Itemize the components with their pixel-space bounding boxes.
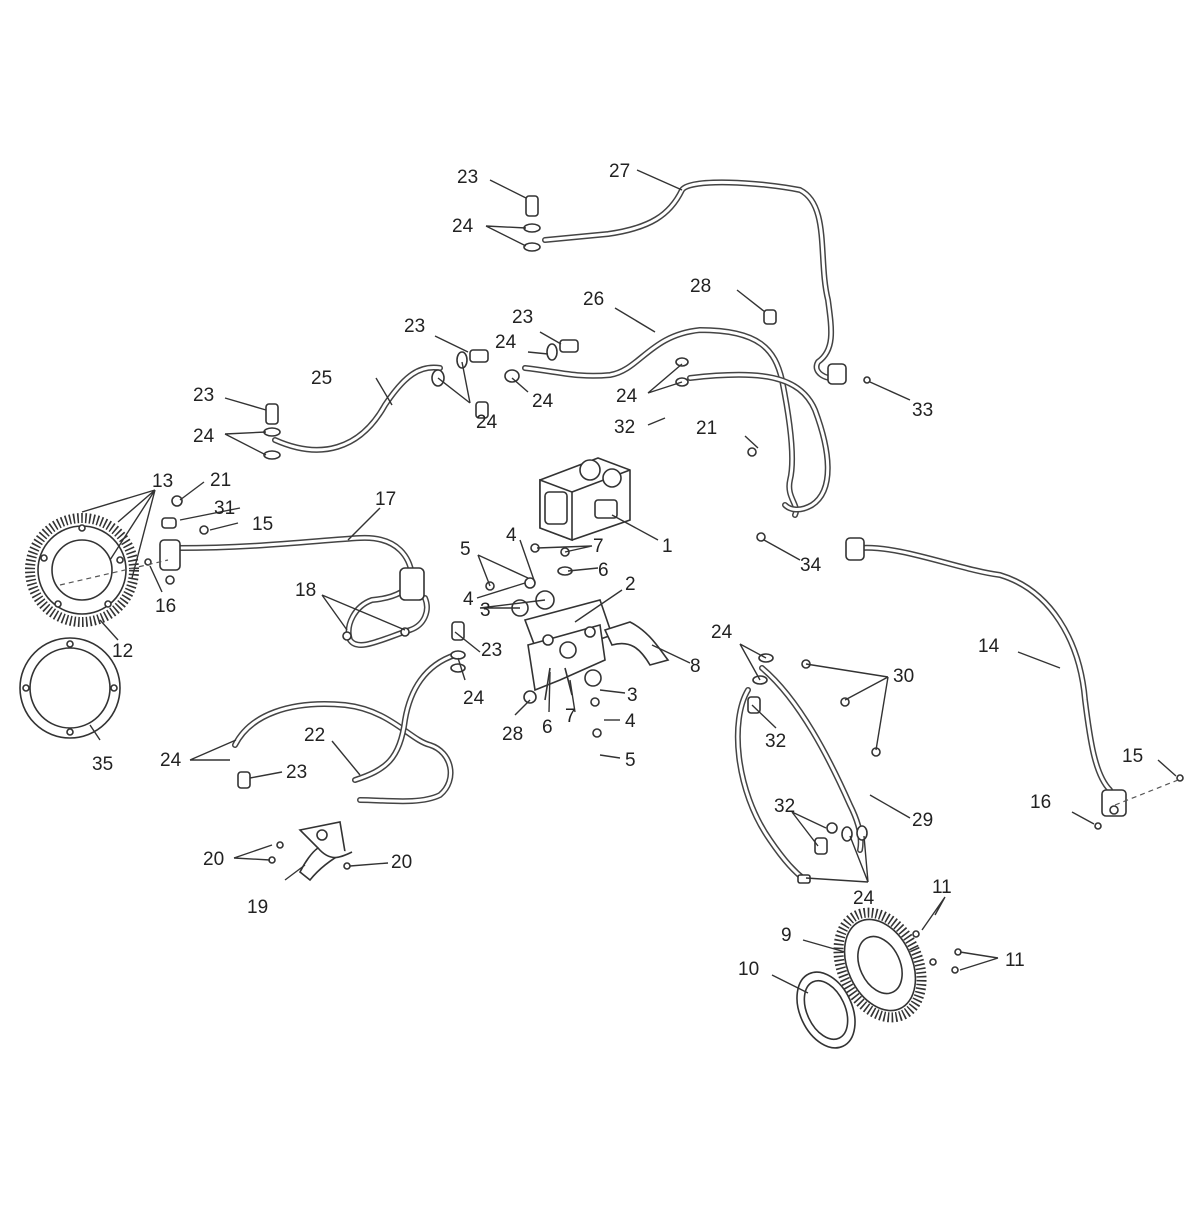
callout-3: 3: [627, 685, 638, 706]
callout-24: 24: [476, 412, 498, 433]
callout-22: 22: [304, 725, 325, 746]
callout-25: 25: [311, 368, 332, 389]
hardware-bits: [144, 195, 1184, 974]
callout-24: 24: [160, 750, 182, 771]
callout-5: 5: [625, 750, 636, 771]
callout-32: 32: [614, 417, 635, 438]
callout-1: 1: [662, 536, 673, 557]
callout-15: 15: [1122, 746, 1143, 767]
callout-27: 27: [609, 161, 630, 182]
pipe-29b: [734, 687, 808, 883]
callout-21: 21: [210, 470, 231, 491]
callout-5: 5: [460, 539, 471, 560]
callout-26: 26: [583, 289, 604, 310]
shim-ring-10: [796, 971, 856, 1049]
callout-labels: 1 2 3 3 4 4 4 5 5 6 6 7 7 8 9 10 11 11 1…: [92, 161, 1143, 980]
abs-modulator: [539, 457, 631, 542]
callout-7: 7: [593, 536, 604, 557]
callout-10: 10: [738, 959, 759, 980]
callout-29: 29: [912, 810, 933, 831]
pipe-27: [542, 179, 839, 382]
callout-35: 35: [92, 754, 113, 775]
callout-15: 15: [252, 514, 273, 535]
callout-4: 4: [506, 525, 517, 546]
callout-4: 4: [463, 589, 474, 610]
callout-20: 20: [391, 852, 412, 873]
callout-33: 33: [912, 400, 933, 421]
pipe-25: [272, 364, 443, 453]
callout-21: 21: [696, 418, 717, 439]
callout-23: 23: [286, 762, 307, 783]
sensor-cable-14: [857, 544, 1113, 793]
callout-24: 24: [495, 332, 517, 353]
callout-23: 23: [481, 640, 502, 661]
pipe-26: [522, 327, 800, 518]
callout-6: 6: [542, 717, 553, 738]
callout-24: 24: [616, 386, 638, 407]
callout-24: 24: [452, 216, 474, 237]
callout-18: 18: [295, 580, 316, 601]
callout-31: 31: [214, 498, 235, 519]
tone-ring-12: [25, 513, 139, 627]
callout-8: 8: [690, 656, 701, 677]
abs-bracket: [523, 599, 614, 692]
callout-24: 24: [853, 888, 875, 909]
callout-32: 32: [774, 796, 795, 817]
callout-30: 30: [893, 666, 914, 687]
leader-lines: [81, 169, 1177, 994]
callout-16: 16: [1030, 792, 1051, 813]
pipe-26b: [687, 371, 831, 513]
callout-3: 3: [480, 600, 491, 621]
callout-24: 24: [532, 391, 554, 412]
callout-9: 9: [781, 925, 792, 946]
callout-23: 23: [404, 316, 425, 337]
callout-6: 6: [598, 560, 609, 581]
bracket-19: [298, 821, 353, 882]
pipe-22b: [352, 652, 458, 783]
alignment-line: [1114, 779, 1179, 806]
callout-11: 11: [1005, 950, 1025, 971]
tone-ring-9: [833, 907, 927, 1023]
callout-2: 2: [625, 574, 636, 595]
callout-19: 19: [247, 897, 268, 918]
connector-14: [845, 537, 865, 561]
callout-16: 16: [155, 596, 176, 617]
callout-32: 32: [765, 731, 786, 752]
callout-24: 24: [463, 688, 485, 709]
alignment-line: [59, 559, 169, 586]
callout-28: 28: [502, 724, 523, 745]
callout-20: 20: [203, 849, 224, 870]
callout-17: 17: [375, 489, 396, 510]
rear-wheel-sensor: [1101, 789, 1127, 817]
callout-12: 12: [112, 641, 133, 662]
callout-23: 23: [193, 385, 214, 406]
callout-34: 34: [800, 555, 822, 576]
callout-23: 23: [512, 307, 533, 328]
shim-ring-35: [19, 637, 121, 739]
callout-23: 23: [457, 167, 478, 188]
bracket-8: [603, 621, 670, 666]
callout-4: 4: [625, 711, 636, 732]
callout-28: 28: [690, 276, 711, 297]
front-wheel-sensor: [159, 539, 181, 585]
connector-17: [399, 567, 425, 601]
pipe-22: [232, 701, 454, 805]
callout-7: 7: [565, 706, 576, 727]
callout-24: 24: [711, 622, 733, 643]
callout-24: 24: [193, 426, 215, 447]
callout-11: 11: [932, 877, 952, 898]
callout-13: 13: [152, 471, 173, 492]
callout-14: 14: [978, 636, 1000, 657]
pipe-29: [759, 665, 864, 853]
